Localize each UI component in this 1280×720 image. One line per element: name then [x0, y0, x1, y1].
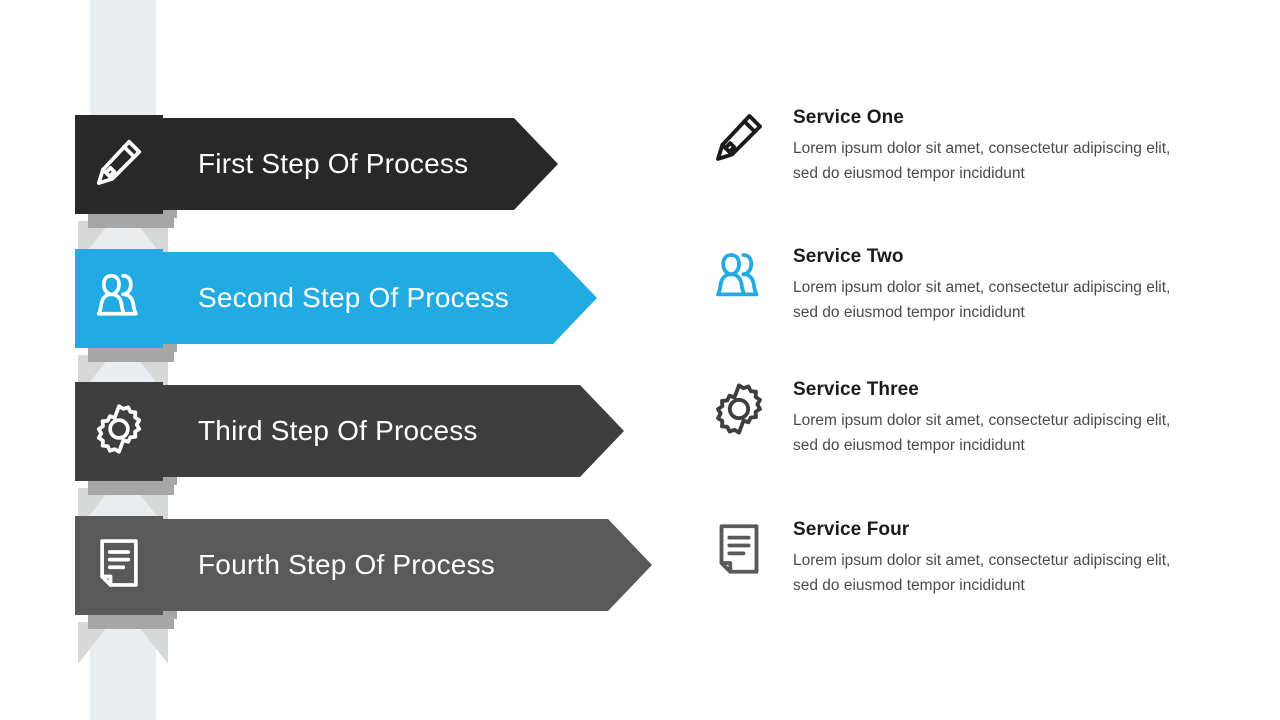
service-text: Service One Lorem ipsum dolor sit amet, … [793, 107, 1188, 186]
service-title: Service One [793, 107, 904, 128]
service-text: Service Three Lorem ipsum dolor sit amet… [793, 379, 1188, 458]
arrow-wing-left [78, 622, 111, 664]
step-banner-1[interactable]: First Step Of Process [163, 118, 558, 218]
service-icon-4 [708, 520, 770, 582]
step-banner-shape [163, 118, 558, 210]
step-banner-3[interactable]: Third Step Of Process [163, 385, 624, 485]
service-title: Service Three [793, 379, 919, 400]
step-icon-box-1[interactable] [75, 115, 163, 214]
service-description: Lorem ipsum dolor sit amet, consectetur … [793, 411, 1171, 454]
service-title: Service Two [793, 246, 904, 267]
step-icon-box-3[interactable] [75, 382, 163, 481]
service-description: Lorem ipsum dolor sit amet, consectetur … [793, 139, 1171, 182]
arrow-notch [117, 622, 129, 664]
step-banner-2[interactable]: Second Step Of Process [163, 252, 597, 352]
arrow-wing-right [135, 622, 168, 664]
document-icon [711, 521, 767, 582]
step-banner-shape [163, 385, 624, 477]
step-label: Second Step Of Process [198, 282, 510, 313]
step-label: Fourth Step Of Process [198, 549, 495, 580]
service-icon-1 [708, 108, 770, 170]
gear-icon [711, 381, 767, 442]
service-title: Service Four [793, 519, 910, 540]
step-icon-shadow [88, 481, 174, 495]
pencil-icon [92, 135, 146, 194]
service-text: Service Two Lorem ipsum dolor sit amet, … [793, 246, 1188, 325]
service-description: Lorem ipsum dolor sit amet, consectetur … [793, 278, 1171, 321]
users-icon [92, 269, 146, 328]
step-icon-shadow [88, 214, 174, 228]
step-label: First Step Of Process [198, 148, 469, 179]
step-icon-box-2[interactable] [75, 249, 163, 348]
step-banner-shape [163, 519, 652, 611]
service-icon-2 [708, 247, 770, 309]
service-text: Service Four Lorem ipsum dolor sit amet,… [793, 519, 1188, 598]
step-label: Third Step Of Process [198, 415, 478, 446]
gear-icon [92, 402, 146, 461]
service-description: Lorem ipsum dolor sit amet, consectetur … [793, 551, 1171, 594]
step-icon-shadow [88, 615, 174, 629]
step-icon-box-4[interactable] [75, 516, 163, 615]
document-icon [92, 536, 146, 595]
step-banner-shape [163, 252, 597, 344]
spine-down-arrow [78, 622, 168, 664]
users-icon [711, 248, 767, 309]
step-icon-shadow [88, 348, 174, 362]
step-banner-4[interactable]: Fourth Step Of Process [163, 519, 652, 619]
service-icon-3 [708, 380, 770, 442]
pencil-icon [711, 109, 767, 170]
